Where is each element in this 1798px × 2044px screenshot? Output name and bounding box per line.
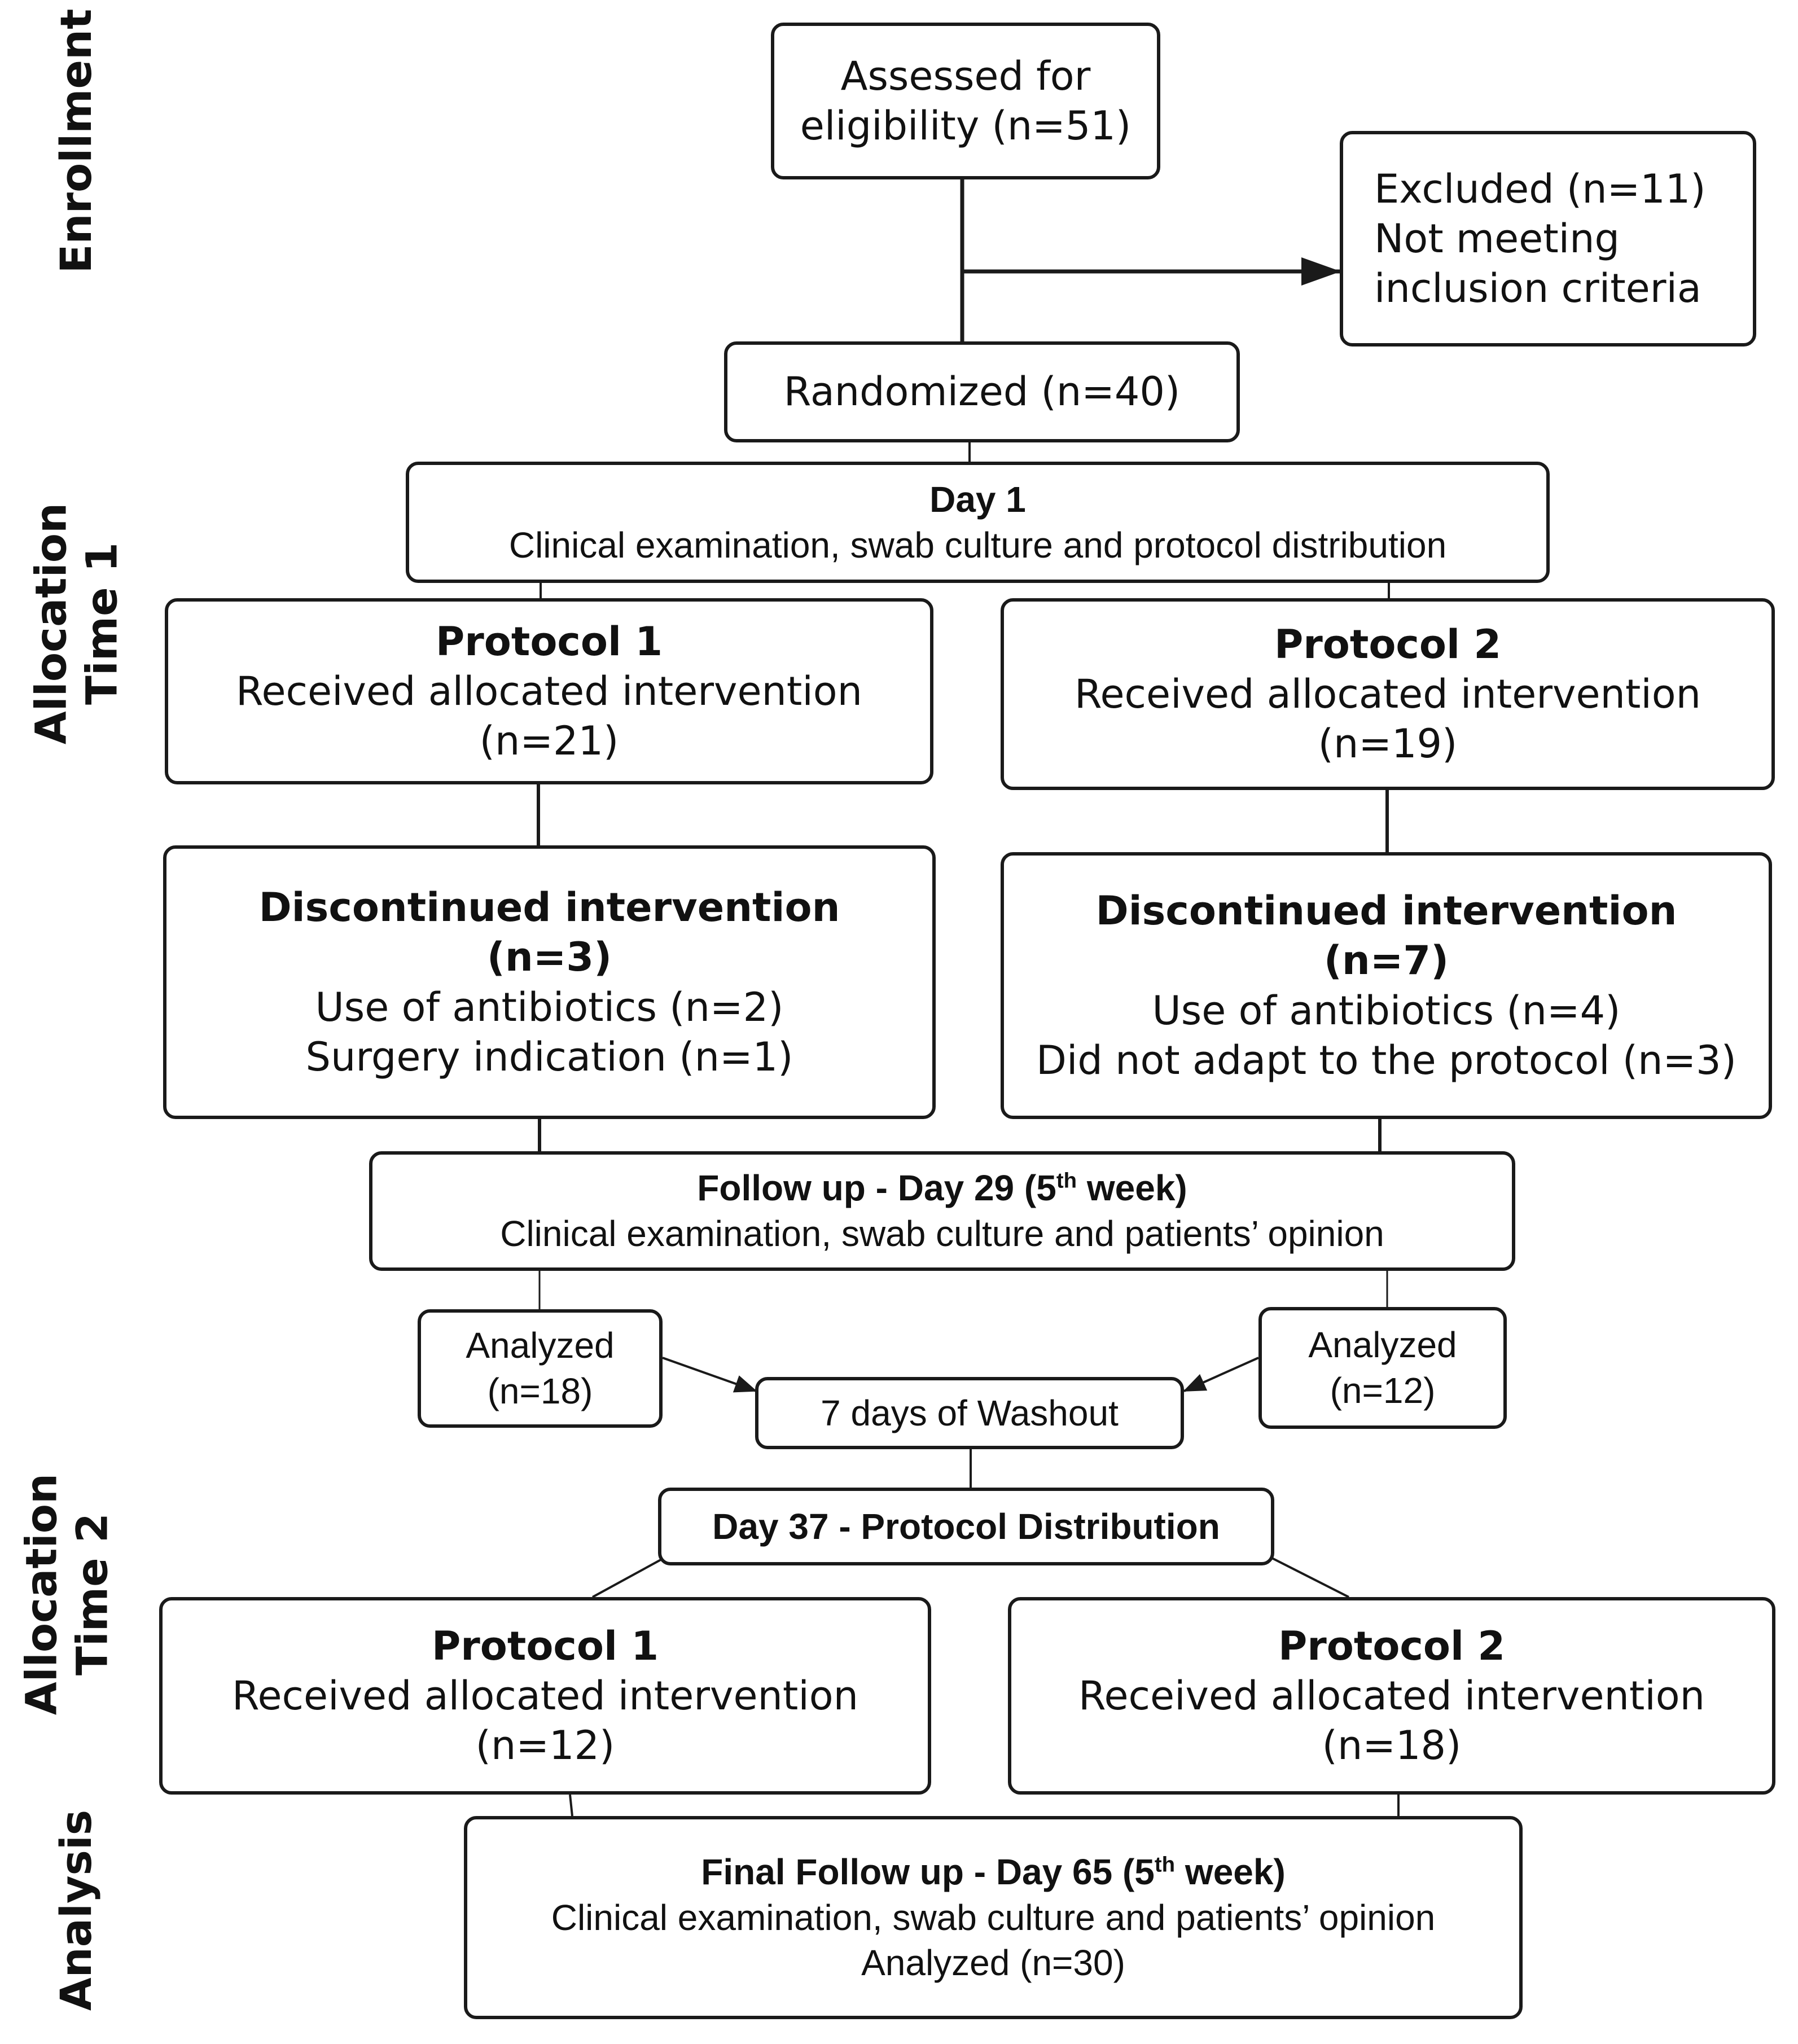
line-day37-to-t2-protocol2 <box>1270 1556 1349 1598</box>
arrow-analyzed2-to-washout <box>1183 1357 1259 1392</box>
box-day1: Day 1 Clinical examination, swab culture… <box>406 462 1550 583</box>
section-label-allocation-time1: Allocation Time 1 <box>25 502 126 745</box>
section-label-enrollment: Enrollment <box>51 8 102 274</box>
box-analyzed-protocol2: Analyzed (n=12) <box>1258 1307 1507 1429</box>
line-t2-protocol1-to-final <box>569 1794 573 1817</box>
box-washout: 7 days of Washout <box>755 1377 1184 1449</box>
box-final-follow-up: Final Follow up - Day 65 (5th week) Clin… <box>464 1816 1523 2019</box>
section-label-allocation-time2: Allocation Time 2 <box>16 1473 117 1716</box>
box-excluded: Excluded (n=11) Not meeting inclusion cr… <box>1340 131 1756 346</box>
box-discontinued-protocol2: Discontinued intervention (n=7) Use of a… <box>1001 852 1772 1119</box>
box-follow-up-day29: Follow up - Day 29 (5th week) Clinical e… <box>369 1151 1515 1271</box>
box-discontinued-protocol1: Discontinued intervention (n=3) Use of a… <box>163 845 936 1119</box>
box-analyzed-protocol1: Analyzed (n=18) <box>418 1309 663 1428</box>
line-day37-to-t2-protocol1 <box>592 1556 665 1598</box>
box-randomized: Randomized (n=40) <box>724 341 1240 442</box>
box-time2-protocol2: Protocol 2 Received allocated interventi… <box>1008 1597 1775 1795</box>
arrow-analyzed1-to-washout <box>662 1357 757 1393</box>
box-time2-protocol1: Protocol 1 Received allocated interventi… <box>159 1597 931 1795</box>
box-time1-protocol1: Protocol 1 Received allocated interventi… <box>165 598 933 784</box>
section-label-analysis: Analysis <box>51 1809 102 2011</box>
box-day37: Day 37 - Protocol Distribution <box>658 1488 1274 1565</box>
box-time1-protocol2: Protocol 2 Received allocated interventi… <box>1001 598 1775 790</box>
box-assessed-for-eligibility: Assessed for eligibility (n=51) <box>771 23 1160 179</box>
